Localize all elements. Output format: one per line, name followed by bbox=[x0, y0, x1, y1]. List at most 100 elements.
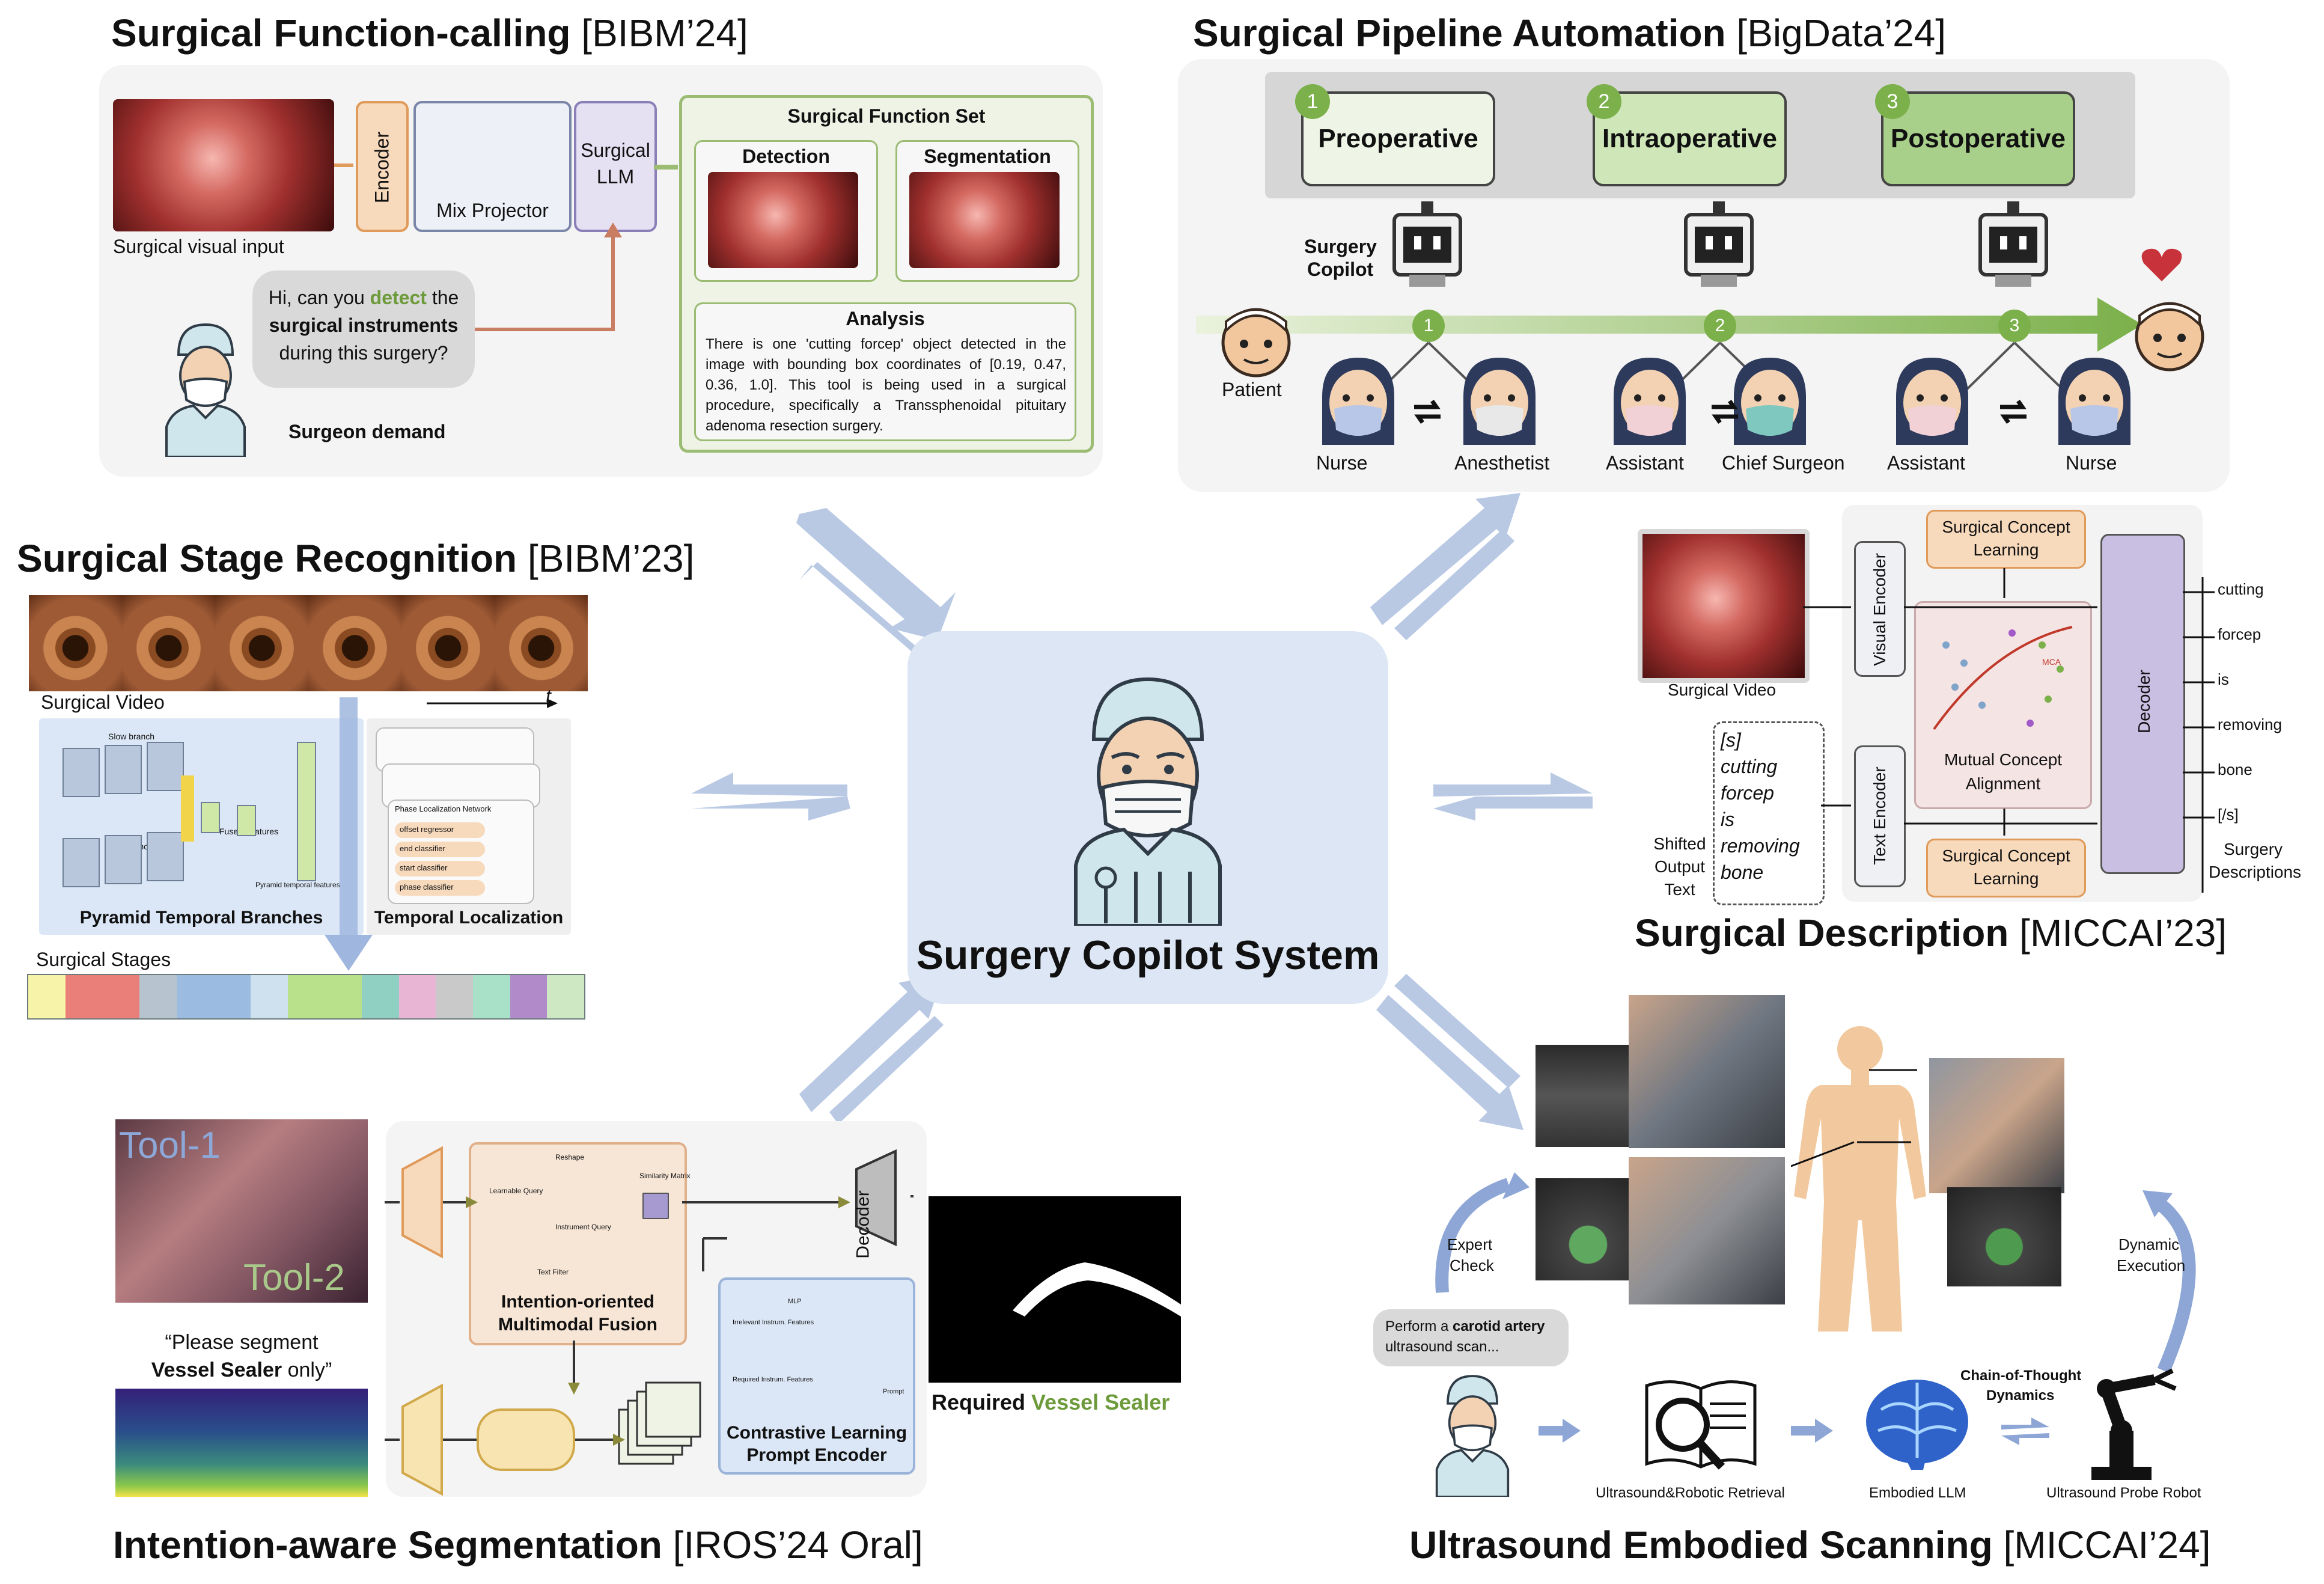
role-label: Nurse bbox=[1316, 452, 1368, 474]
seg-encoder-top bbox=[401, 1146, 443, 1259]
stage-segment bbox=[213, 975, 251, 1018]
detection-card: Detection bbox=[694, 140, 878, 282]
output-token: bone bbox=[2218, 760, 2252, 778]
arrow-tr-out bbox=[1370, 493, 1520, 625]
segment-quote: “Please segment Vessel Sealer only” bbox=[151, 1331, 332, 1381]
similarity-matrix bbox=[642, 1193, 669, 1219]
pyramid-branches-block: Slow branch Fast branch Fused Features P… bbox=[39, 718, 364, 935]
stage-recognition-title: Surgical Stage Recognition [BIBM’23] bbox=[17, 537, 695, 580]
stage-segment bbox=[436, 975, 474, 1018]
copilot-robot-icon bbox=[1684, 201, 1754, 287]
demand-bubble-text: Hi, can you detect the surgical instrume… bbox=[268, 287, 459, 364]
surgical-video-frame bbox=[401, 595, 495, 691]
start-classifier: start classifier bbox=[395, 861, 485, 876]
robot-label: Ultrasound Probe Robot bbox=[2046, 1485, 2201, 1501]
dynamic-execution-line1: Dynamic bbox=[2118, 1235, 2180, 1253]
description-title: Surgical Description [MICCAI’23] bbox=[1635, 911, 2227, 955]
surgical-video-frame bbox=[215, 595, 308, 691]
robot-arm-icon bbox=[2091, 1368, 2177, 1480]
stage-number-badge: 2 bbox=[1587, 84, 1621, 119]
input-token: is bbox=[1721, 809, 1735, 830]
arrow-br-2 bbox=[1394, 974, 1520, 1088]
role-avatar-icon bbox=[1322, 358, 1394, 445]
cot-line1: Chain-of-Thought bbox=[1960, 1368, 2082, 1384]
time-arrow bbox=[427, 699, 558, 708]
ultrasound-title: Ultrasound Embodied Scanning [MICCAI’24] bbox=[1409, 1523, 2211, 1567]
output-label-line1: Surgery bbox=[2224, 840, 2283, 858]
output-label-line2: Descriptions bbox=[2209, 863, 2302, 881]
expert-check-line2: Check bbox=[1450, 1256, 1494, 1274]
stage-label: Postoperative bbox=[1891, 124, 2066, 153]
stage-segment bbox=[398, 975, 436, 1018]
arrow-tl-in bbox=[796, 508, 956, 640]
surgical-video-frame bbox=[308, 595, 401, 691]
exchange-icon bbox=[2000, 399, 2027, 424]
us-scan-image-3 bbox=[1947, 1187, 2061, 1286]
role-label: Anesthetist bbox=[1454, 452, 1550, 474]
stage-down-arrow bbox=[325, 697, 373, 971]
seg-decoder-shape bbox=[855, 1149, 897, 1247]
function-calling-arrows bbox=[334, 164, 678, 331]
us-arm-image-2 bbox=[1629, 1157, 1785, 1304]
exchange-icon bbox=[1414, 399, 1441, 424]
copilot-label-line2: Copilot bbox=[1307, 258, 1374, 280]
feature-stack bbox=[618, 1381, 701, 1465]
us-loop-arrows bbox=[1435, 1172, 2196, 1374]
cot-line2: Dynamics bbox=[1986, 1387, 2055, 1404]
alignment-plot bbox=[1933, 626, 2073, 730]
copilot-robot-icon bbox=[1392, 201, 1462, 287]
output-token: [/s] bbox=[2218, 806, 2239, 824]
seg-decoder-label: Decoder bbox=[853, 1190, 873, 1259]
input-token: forcep bbox=[1721, 782, 1774, 804]
role-label: Assistant bbox=[1887, 452, 1965, 474]
center-title: Surgery Copilot System bbox=[916, 932, 1380, 978]
surgical-visual-input-image bbox=[113, 99, 334, 231]
us-flow-arrows bbox=[1539, 1417, 2049, 1445]
phase-classifier: phase classifier bbox=[395, 880, 485, 896]
fusion-block: Reshape Learnable Query Instrument Query… bbox=[469, 1142, 691, 1345]
step-number-1: 1 bbox=[1412, 310, 1445, 342]
stage-segment bbox=[102, 975, 140, 1018]
surgical-stages-label: Surgical Stages bbox=[36, 949, 171, 970]
retrieval-label: Ultrasound&Robotic Retrieval bbox=[1596, 1485, 1785, 1501]
heart-icon bbox=[2141, 248, 2182, 281]
arrow-l-1 bbox=[691, 772, 847, 797]
exchange-icon bbox=[1712, 399, 1738, 424]
segmentation-image bbox=[909, 172, 1060, 268]
tool1-label: Tool-1 bbox=[119, 1125, 221, 1166]
segmentation-diagram bbox=[385, 1146, 913, 1496]
function-set-box: Surgical Function Set Detection Segmenta… bbox=[679, 95, 1094, 453]
text-encoder-block: Text Encoder bbox=[1854, 745, 1906, 887]
us-arm-image-3 bbox=[1929, 1058, 2064, 1193]
recovered-patient-face-icon bbox=[2135, 302, 2204, 372]
input-token: bone bbox=[1721, 861, 1764, 883]
arrow-r-1 bbox=[1433, 772, 1593, 797]
offset-regressor: offset regressor bbox=[395, 822, 485, 838]
us-surgeon-icon bbox=[1435, 1375, 1510, 1497]
tool2-label: Tool-2 bbox=[243, 1257, 345, 1298]
arrow-r-2 bbox=[1433, 797, 1593, 821]
role-avatar-icon bbox=[1896, 358, 1968, 445]
surgical-llm-block: Surgical LLM bbox=[574, 101, 657, 232]
mutual-alignment-block: MCA Mutual Concept Alignment bbox=[1914, 601, 2092, 809]
surgeon-demand-icon bbox=[165, 323, 246, 457]
analysis-text: There is one 'cutting forcep' object det… bbox=[706, 336, 1066, 434]
tool-image bbox=[115, 1119, 368, 1303]
stage-number-badge: 3 bbox=[1875, 84, 1910, 119]
stage-segment bbox=[510, 975, 547, 1018]
demand-bubble: Hi, can you detect the surgical instrume… bbox=[252, 271, 475, 388]
surgical-video-frame bbox=[495, 595, 588, 691]
stage-segment bbox=[28, 975, 66, 1018]
arrow-bl-2 bbox=[829, 1016, 944, 1124]
visual-encoder-block: Visual Encoder bbox=[1854, 541, 1906, 677]
description-decoder-block: Decoder bbox=[2100, 534, 2185, 874]
embodied-llm-label: Embodied LLM bbox=[1869, 1485, 1966, 1501]
surgical-stages-bar bbox=[27, 974, 585, 1020]
mix-projector-block: Mix Projector bbox=[413, 101, 572, 232]
patient-label: Patient bbox=[1222, 379, 1282, 400]
stage-label: Intraoperative bbox=[1602, 124, 1777, 153]
us-scan-image-1 bbox=[1536, 1045, 1641, 1147]
